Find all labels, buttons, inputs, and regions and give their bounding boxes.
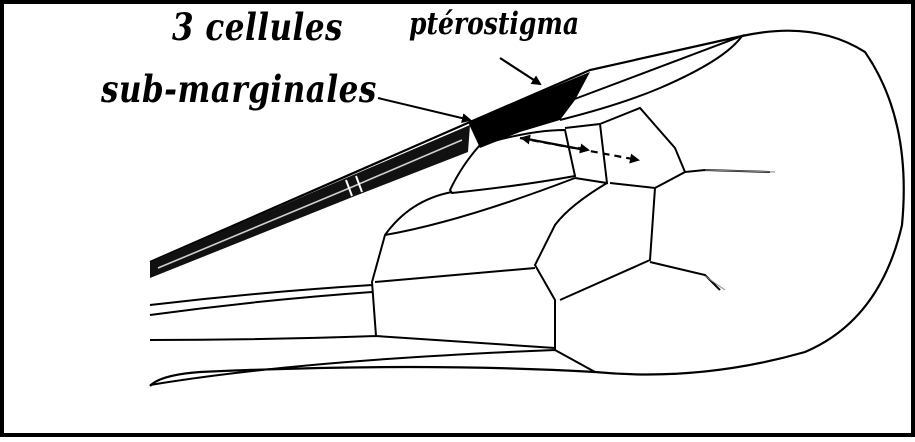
- costal-vein-highlight: [158, 140, 462, 268]
- pterostigma: [468, 72, 590, 148]
- label-pterostigma: ptérostigma: [409, 6, 579, 41]
- submarginal-cell-2: [565, 124, 607, 183]
- submarginal-cell-3: [600, 108, 685, 188]
- marginal-cell: [560, 36, 742, 120]
- pointer-pterostigma: [500, 58, 540, 84]
- label-sub-marginales: sub-marginales: [101, 68, 377, 112]
- submarginal-cells-arrow: [520, 138, 638, 160]
- vein-network: [150, 170, 770, 385]
- label-3-cellules: 3 cellules: [172, 6, 343, 50]
- pointer-submarginal: [378, 98, 470, 120]
- faint-vein-tips: [705, 170, 775, 290]
